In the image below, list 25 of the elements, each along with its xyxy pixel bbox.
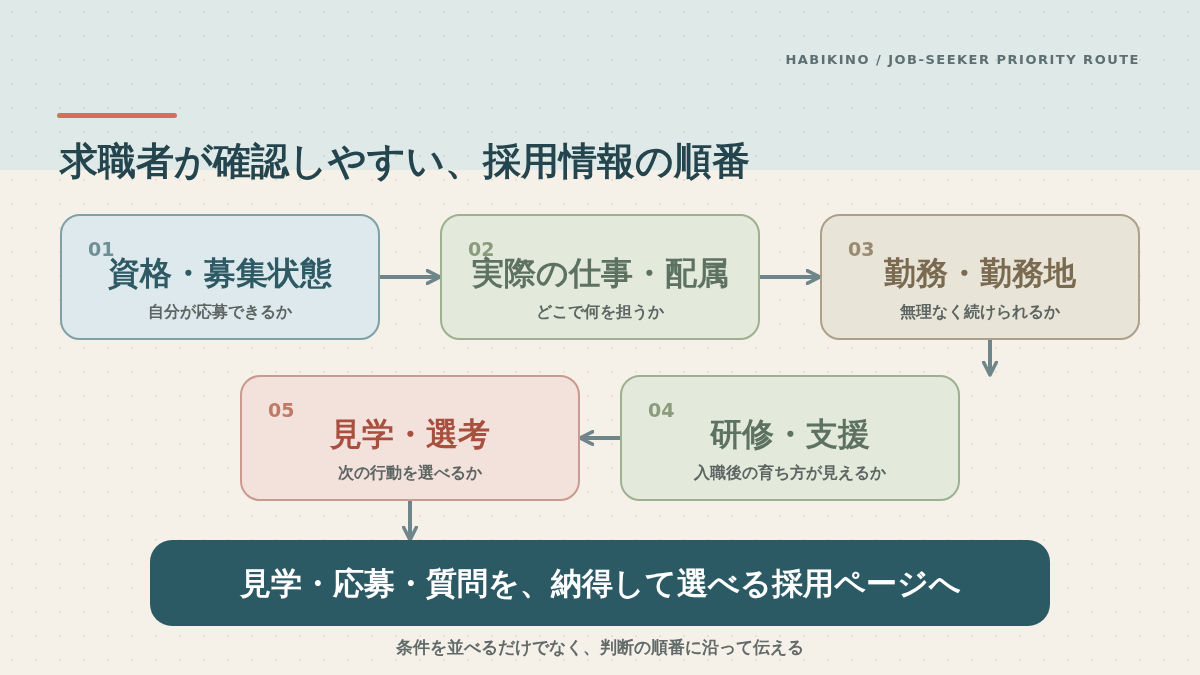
step-subtitle: どこで何を担うか [536, 302, 664, 323]
arrow [578, 429, 620, 447]
step-number: 04 [648, 399, 675, 421]
step-box [820, 214, 1140, 340]
step-number: 05 [268, 399, 295, 421]
step-title: 見学・選考 [330, 414, 490, 455]
step-title: 研修・支援 [710, 414, 870, 455]
step-box [440, 214, 760, 340]
step-subtitle: 無理なく続けられるか [900, 302, 1060, 323]
step-title: 勤務・勤務地 [884, 253, 1076, 294]
step-subtitle: 入職後の育ち方が見えるか [694, 463, 886, 484]
arrow [401, 501, 419, 542]
arrow [981, 340, 999, 377]
step-number: 03 [848, 238, 875, 260]
step-box [60, 214, 380, 340]
step-box [240, 375, 580, 501]
footnote: 条件を並べるだけでなく、判断の順番に沿って伝える [395, 636, 805, 659]
step-subtitle: 次の行動を選べるか [338, 463, 482, 484]
step-box [620, 375, 960, 501]
arrow [380, 268, 442, 286]
page-title: 求職者が確認しやすい、採用情報の順番 [60, 137, 750, 185]
step-subtitle: 自分が応募できるか [148, 302, 292, 323]
goal-banner: 見学・応募・質問を、納得して選べる採用ページへ [150, 540, 1050, 626]
route-label: HABIKINO / JOB-SEEKER PRIORITY ROUTE [785, 52, 1140, 67]
arrow [760, 268, 822, 286]
